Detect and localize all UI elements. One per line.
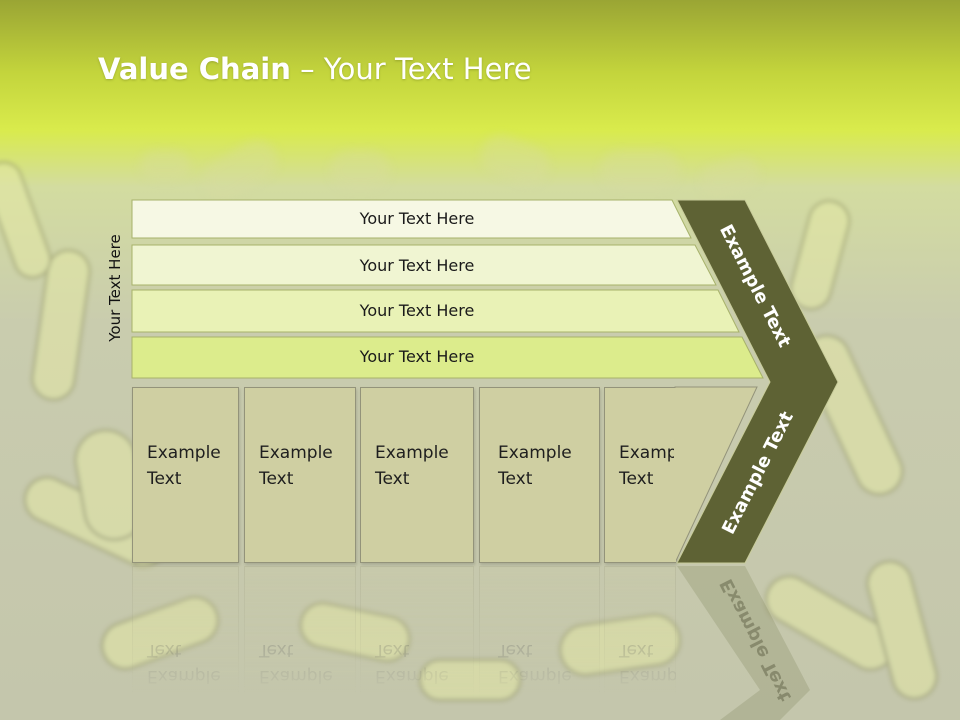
row-1-shape <box>131 199 692 239</box>
box-1-reflection-line2: Text <box>147 640 182 660</box>
row-4: Your Text Here <box>131 336 764 379</box>
row-2: Your Text Here <box>131 244 717 286</box>
box-2-line2: Text <box>259 469 294 489</box>
box-4-line2: Text <box>498 469 533 489</box>
side-label-text: Your Text Here <box>106 234 124 342</box>
box-4-reflection: Example Text <box>479 566 600 720</box>
row-4-label: Your Text Here <box>359 347 475 366</box>
box-2-reflection-inner: Example Text <box>244 566 356 720</box>
box-1-line2: Text <box>147 469 182 489</box>
title-bold: Value Chain <box>98 52 291 86</box>
box-4-reflection-text: Example Text <box>498 637 572 689</box>
row-4-shape <box>131 336 764 379</box>
box-3-reflection-line2: Text <box>375 640 410 660</box>
box-1-reflection-text: Example Text <box>147 637 221 689</box>
box-2-line1: Example <box>259 443 333 463</box>
title-rest: – Your Text Here <box>290 52 532 86</box>
row-3-shape <box>131 289 740 333</box>
box-3-reflection: Example Text <box>360 566 474 720</box>
box-2-reflection-line1: Example <box>259 666 333 686</box>
box-3-reflection-line1: Example <box>375 666 449 686</box>
box-1-line1: Example <box>147 443 221 463</box>
slide-title: Value Chain – Your Text Here <box>98 52 532 86</box>
box-3-reflection-inner: Example Text <box>360 566 474 720</box>
row-1-label: Your Text Here <box>359 209 475 228</box>
box-4-reflection-line1: Example <box>498 666 572 686</box>
box-5-line2: Text <box>619 469 654 489</box>
box-5-reflection-line2: Text <box>619 640 654 660</box>
box-3-line2: Text <box>375 469 410 489</box>
box-4-line1: Example <box>498 443 572 463</box>
row-2-label: Your Text Here <box>359 256 475 275</box>
box-1-reflection-inner: Example Text <box>132 566 239 720</box>
box-4-reflection-inner: Example Text <box>479 566 600 720</box>
box-1-reflection-line1: Example <box>147 666 221 686</box>
box-2-reflection-line2: Text <box>259 640 294 660</box>
box-2-reflection: Example Text <box>244 566 356 720</box>
box-3-line1: Example <box>375 443 449 463</box>
box-4-reflection-line2: Text <box>498 640 533 660</box>
row-2-shape <box>131 244 717 286</box>
box-3-reflection-text: Example Text <box>375 637 449 689</box>
row-1: Your Text Here <box>131 199 692 239</box>
row-3: Your Text Here <box>131 289 740 333</box>
box-1-reflection: Example Text <box>132 566 239 720</box>
box-2-reflection-text: Example Text <box>259 637 333 689</box>
row-3-label: Your Text Here <box>359 301 475 320</box>
box-5-line1: Example <box>619 443 693 463</box>
